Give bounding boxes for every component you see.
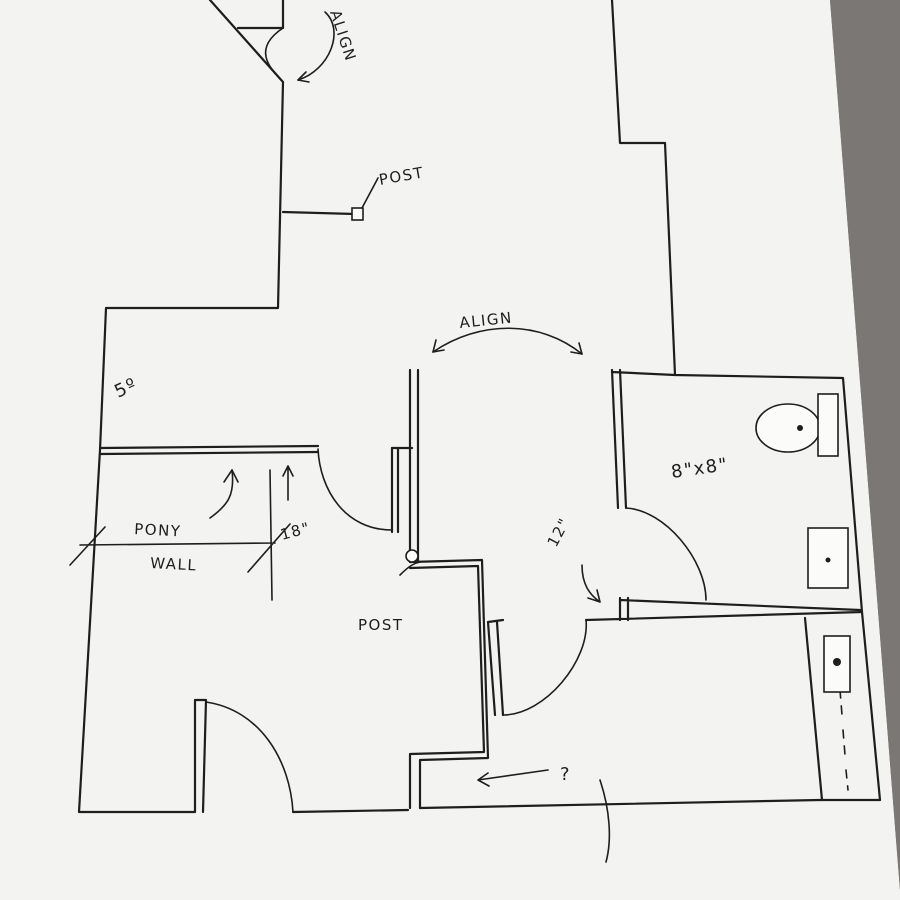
pencil-stroke <box>599 779 611 863</box>
bottom-door-swing <box>205 701 294 813</box>
arrow-icon <box>432 327 583 355</box>
arrow-icon <box>361 177 379 209</box>
post-bottom-marker <box>405 549 419 563</box>
post-icon <box>405 549 419 563</box>
hall-jamb <box>486 618 505 717</box>
arrow-icon <box>477 769 549 787</box>
interior-walls <box>98 368 864 810</box>
top-door-swing <box>264 27 284 83</box>
outlet-dot <box>833 658 841 666</box>
toilet-flush <box>797 425 803 431</box>
exterior-walls <box>77 0 882 814</box>
hall-door-swing <box>502 619 587 716</box>
arrow-icon <box>297 11 335 81</box>
label-wall: WALL <box>150 554 198 574</box>
outlet-icon <box>823 635 851 693</box>
arrow-icon <box>399 561 421 576</box>
annotation-arrows <box>69 11 611 863</box>
closet-walls <box>408 558 490 810</box>
label-align-middle: ALIGN <box>459 308 514 331</box>
post-icon <box>351 207 364 221</box>
pony-wall <box>98 444 320 456</box>
arrow-icon <box>581 564 601 603</box>
label-pony: PONY <box>134 520 182 540</box>
post-top <box>281 207 364 221</box>
south-wall-b <box>418 798 822 810</box>
toilet-bowl <box>755 403 821 453</box>
label-post-bottom: POST <box>358 616 404 634</box>
stub-wall <box>281 210 357 216</box>
closet-rod <box>839 689 849 791</box>
label-question: ? <box>560 764 571 785</box>
dimension-line <box>69 523 291 573</box>
toilet-icon <box>755 393 839 457</box>
sink-icon <box>807 527 849 589</box>
arrow-icon <box>209 469 234 519</box>
closet-strip <box>803 616 824 802</box>
left-door-swing <box>317 448 393 531</box>
arrow-icon <box>432 339 583 355</box>
bath-door-swing <box>625 507 707 601</box>
west-wall <box>77 0 285 814</box>
table-edge <box>830 0 900 890</box>
bath-west-wall <box>610 368 677 510</box>
arrow-icon <box>282 465 294 501</box>
arrow-icon <box>297 71 310 83</box>
south-wall-a <box>291 808 410 814</box>
center-wall <box>408 368 420 564</box>
sink-drain <box>825 557 831 563</box>
door-jamb-left <box>390 446 400 534</box>
dimension-tick <box>269 469 273 601</box>
toilet-tank <box>817 393 839 457</box>
arrow-icon <box>223 469 239 483</box>
bath-south-wall <box>584 596 864 622</box>
east-wall <box>610 0 882 802</box>
